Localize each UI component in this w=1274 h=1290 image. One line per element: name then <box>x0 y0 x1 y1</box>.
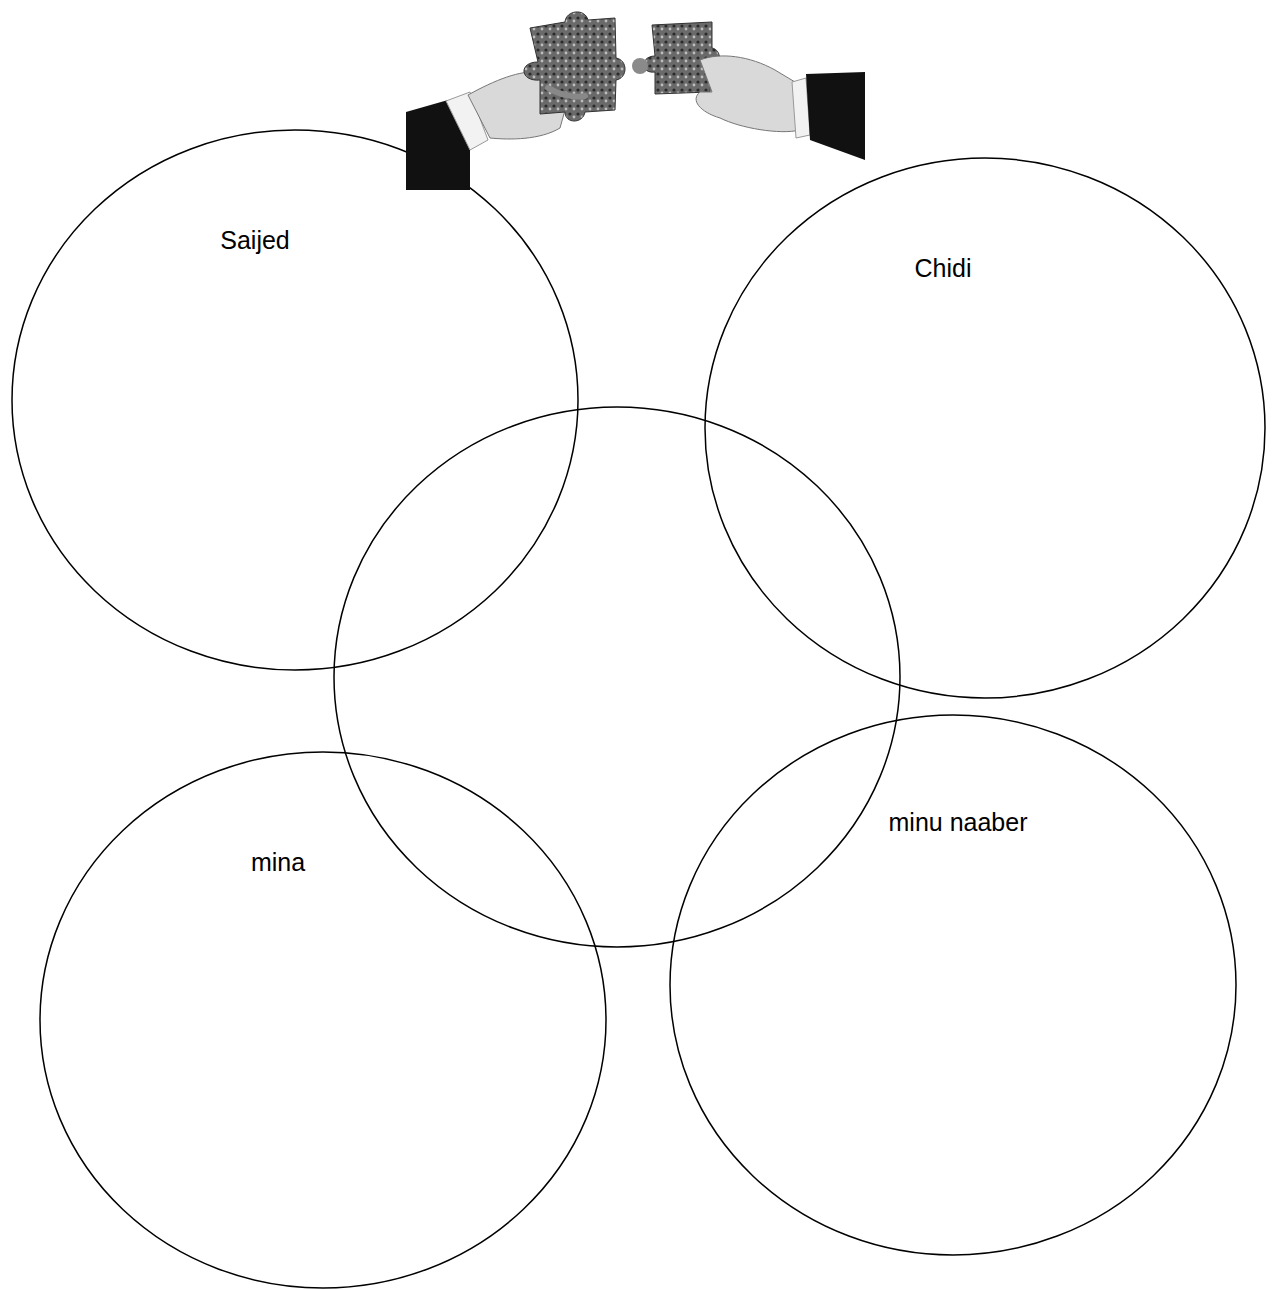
person-circle: Chidi <box>705 158 1265 698</box>
person-circle: Saijed <box>12 130 578 670</box>
person-circle: minu naaber <box>670 715 1236 1255</box>
circle-outline <box>40 752 606 1288</box>
circle-outline <box>705 158 1265 698</box>
circle-outline <box>12 130 578 670</box>
person-name: minu naaber <box>889 807 1028 837</box>
person-name: Saijed <box>220 225 290 255</box>
circle-outline-shape <box>12 130 578 670</box>
person-name: mina <box>251 847 305 877</box>
person-name: Chidi <box>915 253 972 283</box>
circle-outline-shape <box>40 752 606 1288</box>
circle-outline <box>670 715 1236 1255</box>
circle-outline-shape <box>670 715 1236 1255</box>
person-circle: mina <box>40 752 606 1288</box>
circle-outline-shape <box>705 158 1265 698</box>
center-circle <box>334 407 900 947</box>
